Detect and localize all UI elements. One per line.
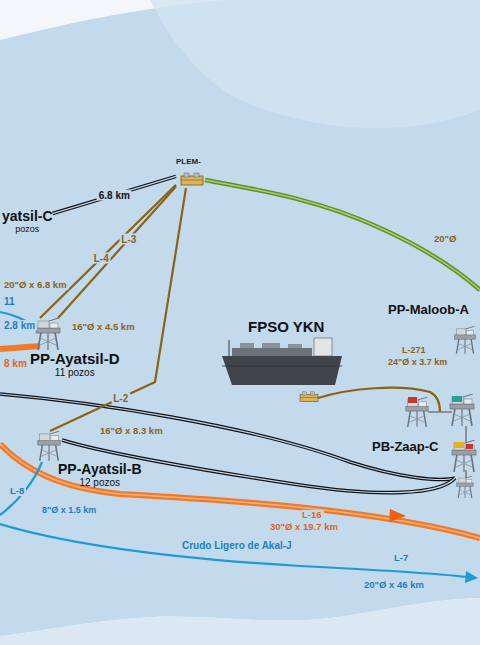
platform-name: PB-Zaap-C: [372, 440, 438, 455]
pipeline-label: L-271: [400, 346, 428, 356]
ship-superstructure: [314, 338, 332, 356]
pipeline-label: 16"Ø x 8.3 km: [98, 426, 165, 436]
black-pipeline: [0, 394, 455, 479]
platform-icon: [406, 397, 428, 427]
pipeline-label: 8"Ø x 1.5 km: [40, 506, 98, 516]
platform-icon: [455, 326, 476, 353]
pipeline-label: 30"Ø x 19.7 km: [268, 522, 340, 532]
well-count: 11 pozos: [30, 367, 119, 379]
platform-name: PP-Maloob-A: [388, 303, 469, 318]
plem-node: PLEM-: [176, 157, 201, 188]
platform-icon: [36, 318, 60, 350]
platform-icon: [38, 431, 60, 461]
pipeline: [50, 188, 186, 431]
pipeline-connector: [50, 188, 186, 431]
well-count: pozos: [2, 224, 53, 234]
orange-pipeline-l16: [0, 444, 480, 538]
pipeline-label: 20"Ø x 46 km: [362, 580, 426, 590]
blue-pipeline-l7: [0, 524, 468, 577]
ship-module: [262, 343, 280, 348]
pipeline-label: 24"Ø x 3.7 km: [386, 358, 449, 368]
platform-icon: [450, 394, 474, 426]
pipeline-label: Crudo Ligero de Akal-J: [180, 540, 294, 551]
platform-name: FPSO YKN: [248, 318, 324, 335]
ship-line: [222, 366, 342, 367]
bridge: [465, 426, 467, 442]
pipeline-label: 2.8 km: [2, 320, 37, 331]
flow-arrowhead: [389, 509, 406, 522]
line-label: L-4: [92, 253, 111, 264]
ship-hull: [222, 356, 342, 385]
pipeline-label: 16"Ø x 4.5 km: [70, 322, 137, 332]
platform-name: PLEM-: [176, 157, 201, 166]
black-pipeline-core: [0, 394, 455, 479]
line-label: 6.8 km: [97, 189, 132, 200]
orange-pipeline: [0, 346, 40, 349]
plem-manifold: [300, 392, 318, 402]
line-label: L-3: [119, 234, 138, 245]
pipeline-connector: [40, 185, 176, 318]
fpso-node: FPSO YKN: [248, 318, 324, 335]
platform-icon: [452, 440, 476, 472]
pipeline-label: L-7: [392, 553, 410, 563]
flow-arrowhead: [465, 571, 478, 583]
pipeline-label: L-8: [8, 486, 26, 496]
pipeline-label: 8 km: [2, 358, 29, 369]
pipeline: [58, 186, 176, 318]
orange-pipeline-core: [0, 444, 480, 538]
well-count: 12 pozos: [58, 477, 142, 489]
line-label: L-2: [111, 393, 130, 404]
ship-deck: [232, 348, 312, 356]
module-red: [408, 397, 417, 403]
pipeline-label: 11: [2, 296, 17, 307]
pipeline-label: L-16: [300, 510, 324, 520]
ship-module: [240, 343, 254, 348]
platform-node: PB-Zaap-C: [372, 440, 438, 455]
ship-flare: [228, 340, 229, 356]
platform-node: yatsil-Cpozos: [2, 208, 53, 234]
ship-module: [288, 344, 302, 348]
plem-manifold: [181, 173, 203, 185]
pipeline-connector: [58, 186, 176, 318]
fpso-ship: [222, 338, 342, 385]
platform-node: PP-Ayatsil-B12 pozos: [30, 431, 142, 489]
bridge: [428, 411, 452, 413]
platform-name: PP-Ayatsil-D: [30, 350, 119, 367]
bridge: [465, 470, 467, 478]
module-red: [466, 444, 473, 449]
module-yellow: [454, 442, 464, 448]
pipeline: [40, 185, 176, 318]
platform-node: PP-Maloob-A: [388, 303, 469, 318]
platform-icon: [457, 476, 474, 498]
pipeline-label: 20"Ø x 6.8 km: [2, 280, 69, 290]
light-zone: [150, 0, 480, 128]
green-pipeline-core: [205, 180, 480, 290]
shore-band: [0, 598, 480, 645]
pipeline-label: 20"Ø: [432, 234, 458, 244]
green-pipeline: [205, 180, 480, 290]
blue-pipeline-l8: [0, 462, 42, 515]
platform-name: yatsil-C: [2, 208, 53, 224]
platform-name: PP-Ayatsil-B: [58, 461, 142, 477]
module-teal: [452, 396, 462, 402]
